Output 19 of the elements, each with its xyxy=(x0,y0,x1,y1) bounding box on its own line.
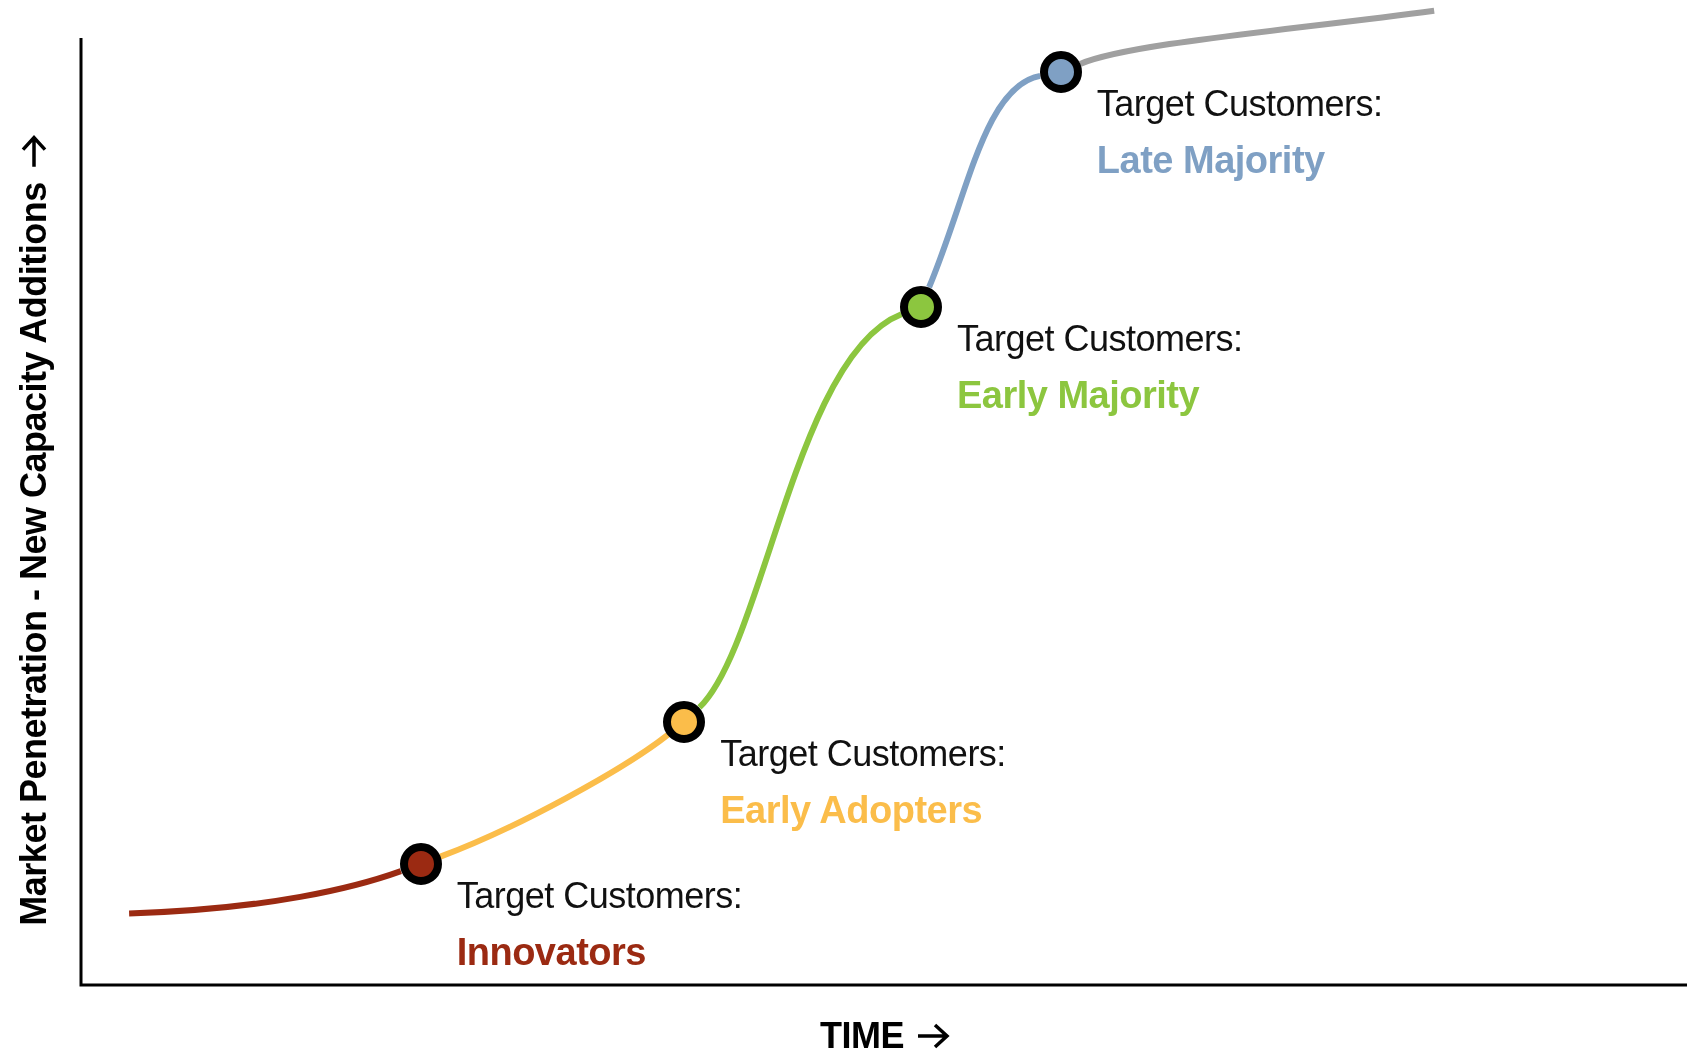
axis-title: TIME xyxy=(820,1015,904,1057)
target-label: Target Customers: xyxy=(956,316,1243,361)
segment-name: Innovators xyxy=(456,929,647,975)
curve-segment xyxy=(926,73,1042,289)
curve-segment xyxy=(129,868,402,917)
milestone-dot xyxy=(399,842,442,885)
curve-segment xyxy=(697,311,903,710)
segment-name: Late Majority xyxy=(1096,138,1326,184)
curve-segment xyxy=(439,732,670,860)
target-label: Target Customers: xyxy=(1096,82,1383,127)
segment-name: Early Adopters xyxy=(720,787,984,833)
milestone-dot xyxy=(663,700,706,743)
axis-title: Market Penetration - New Capacity Additions xyxy=(13,182,55,926)
target-label: Target Customers: xyxy=(456,873,743,918)
curve-segment xyxy=(1079,7,1435,67)
milestone-dot xyxy=(1039,51,1082,94)
segment-name: Early Majority xyxy=(956,372,1201,418)
target-label: Target Customers: xyxy=(720,731,1006,776)
milestone-dot xyxy=(899,285,942,328)
